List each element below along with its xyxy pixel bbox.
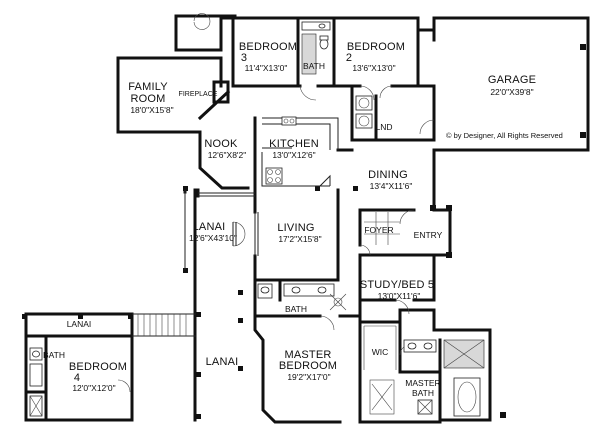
study-dims: 13'0"X11'6" xyxy=(378,291,421,301)
master-bath-name: MASTER xyxy=(405,378,440,388)
bedroom2-name: BEDROOM xyxy=(347,41,405,53)
living-name: LIVING xyxy=(277,222,314,234)
living-dims: 17'2"X15'8" xyxy=(278,234,321,244)
dining-dims: 13'4"X11'6" xyxy=(370,181,413,191)
study-label: STUDY/BED 5 13'0"X11'6" xyxy=(360,279,434,301)
nook-label: NOOK 12'6"X8'2" xyxy=(204,138,246,160)
lanai-main-label: LANAI 12'6"X43'10" xyxy=(189,221,237,243)
family-room-label: FAMILY ROOM 18'0"X15'8" xyxy=(128,81,173,115)
family-dims: 18'0"X15'8" xyxy=(130,105,173,115)
bedroom4-dims: 12'0"X12'0" xyxy=(72,383,115,393)
master-bedroom-word: BEDROOM xyxy=(279,360,337,372)
master-dims: 19'2"X17'0" xyxy=(287,372,330,382)
garage-dims: 22'0"X39'8" xyxy=(490,87,533,97)
living-label: LIVING 17'2"X15'8" xyxy=(277,222,321,244)
lanai-main-dims: 12'6"X43'10" xyxy=(189,233,237,243)
study-name: STUDY/BED 5 xyxy=(360,279,434,291)
bedroom2-label: BEDROOM 2 13'6"X13'0" xyxy=(346,41,405,73)
kitchen-dims: 13'0"X12'6" xyxy=(272,150,315,160)
bedroom3-label: BEDROOM 3 11'4"X13'0" xyxy=(239,41,297,73)
lanai-main-name: LANAI xyxy=(193,221,226,233)
family-name: FAMILY xyxy=(128,81,168,93)
bath-mid-label: BATH xyxy=(285,304,307,314)
family-room-word: ROOM xyxy=(130,93,165,105)
garage-label: GARAGE 22'0"X39'8" xyxy=(488,74,536,97)
fireplace-label: FIREPLACE xyxy=(179,91,218,98)
laundry-label: LND xyxy=(375,122,392,132)
dining-label: DINING 13'4"X11'6" xyxy=(368,169,412,191)
room-labels: GARAGE 22'0"X39'8" BEDROOM 2 13'6"X13'0"… xyxy=(43,41,536,398)
nook-dims: 12'6"X8'2" xyxy=(208,150,247,160)
master-bath-word: BATH xyxy=(412,388,434,398)
dining-name: DINING xyxy=(368,169,408,181)
glass-doors xyxy=(184,190,259,270)
master-name: MASTER xyxy=(284,349,331,361)
bedroom3-dims: 11'4"X13'0" xyxy=(245,63,288,73)
bedroom2-number: 2 xyxy=(346,52,352,64)
bedroom3-name: BEDROOM xyxy=(239,41,297,53)
bedroom3-number: 3 xyxy=(241,52,247,64)
kitchen-name: KITCHEN xyxy=(269,138,319,150)
fixtures xyxy=(29,21,485,417)
wic-label: WIC xyxy=(372,347,389,357)
master-bedroom-label: MASTER BEDROOM 19'2"X17'0" xyxy=(279,349,337,382)
foyer-label: FOYER xyxy=(364,225,393,235)
bedroom2-dims: 13'6"X13'0" xyxy=(352,63,395,73)
copyright-notice: © by Designer, All Rights Reserved xyxy=(446,131,563,140)
kitchen-label: KITCHEN 13'0"X12'6" xyxy=(269,138,319,160)
entry-label: ENTRY xyxy=(414,230,443,240)
bath-top-label: BATH xyxy=(303,61,325,71)
bath-guest-label: BATH xyxy=(43,350,65,360)
walkway xyxy=(132,313,196,337)
door-swings xyxy=(117,13,435,393)
columns xyxy=(22,44,586,419)
walls xyxy=(24,14,590,424)
bedroom4-label: BEDROOM 4 12'0"X12'0" xyxy=(69,361,127,393)
lanai-guest-label: LANAI xyxy=(67,319,92,329)
lanai-lower-label: LANAI xyxy=(206,356,239,368)
bedroom4-number: 4 xyxy=(74,372,80,384)
master-bath-label: MASTER BATH xyxy=(405,378,440,398)
garage-name: GARAGE xyxy=(488,74,536,86)
nook-name: NOOK xyxy=(204,138,238,150)
bedroom4-name: BEDROOM xyxy=(69,361,127,373)
